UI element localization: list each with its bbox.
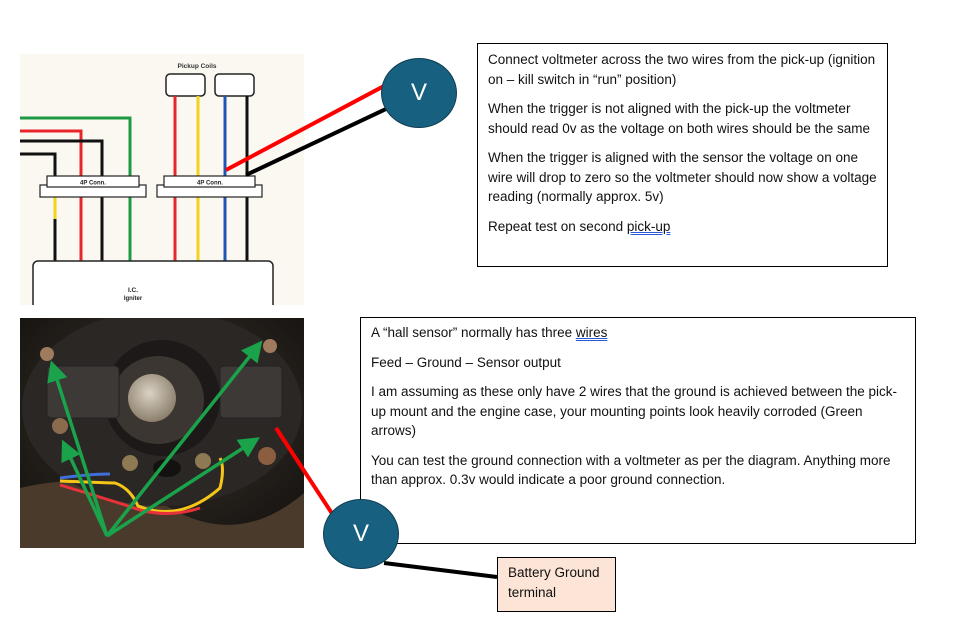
corroded-screw xyxy=(263,339,277,353)
slot-hole xyxy=(153,459,181,477)
wires-link[interactable]: wires xyxy=(575,325,608,340)
connector-left: 4P Conn. xyxy=(39,175,147,198)
instruction-paragraph-last: Repeat test on second pick-up xyxy=(488,217,877,237)
instruction-paragraph: When the trigger is not aligned with the… xyxy=(488,101,870,136)
connector-right: 4P Conn. xyxy=(156,175,263,198)
igniter-label-line1: I.C. xyxy=(128,287,138,294)
engine-photo-drawing xyxy=(20,318,304,548)
wire-black-left xyxy=(20,139,104,264)
wire-red-left xyxy=(20,129,83,264)
hall-sensor-notes: A “hall sensor” normally has three wires… xyxy=(360,317,916,544)
center-bolt xyxy=(128,374,176,422)
corroded-screw xyxy=(52,418,68,434)
notes-paragraph: You can test the ground connection with … xyxy=(371,452,891,488)
pickup-coil-2 xyxy=(214,73,255,97)
hall-sensor-line-text: A “hall sensor” normally has three xyxy=(371,325,576,340)
ic-igniter-box xyxy=(32,260,274,322)
battery-ground-label: Battery Ground terminal xyxy=(497,557,616,612)
pickup-mount-left xyxy=(46,365,120,419)
wire-green xyxy=(20,116,132,264)
hall-sensor-line: A “hall sensor” normally has three wires xyxy=(371,323,905,343)
pickup-mount-right xyxy=(219,365,283,419)
voltmeter-test-instructions: Connect voltmeter across the two wires f… xyxy=(477,43,888,267)
screw xyxy=(122,455,138,471)
instruction-last-text: Repeat test on second xyxy=(488,218,627,234)
pickup-mount-photo xyxy=(20,318,304,548)
voltmeter-bottom-label: V xyxy=(352,520,369,547)
pickup-coil-1 xyxy=(165,73,206,97)
connector-left-label: 4P Conn. xyxy=(80,181,106,187)
probe-wire-black-bottom xyxy=(383,561,498,579)
connector-right-label: 4P Conn. xyxy=(197,181,223,187)
instruction-paragraph: Connect voltmeter across the two wires f… xyxy=(488,52,876,87)
voltmeter-bottom: V xyxy=(323,499,399,569)
igniter-label-line2: Igniter xyxy=(124,296,143,302)
pick-up-link[interactable]: pick-up xyxy=(626,218,671,234)
voltmeter-top: V xyxy=(381,58,457,128)
instruction-paragraph: When the trigger is aligned with the sen… xyxy=(488,150,877,204)
notes-paragraph: I am assuming as these only have 2 wires… xyxy=(371,384,898,438)
corroded-screw xyxy=(40,347,54,361)
wiring-diagram-drawing: Pickup Coils 4P Conn. 4P Conn. I.C. Igni… xyxy=(20,54,304,322)
corroded-screw xyxy=(258,447,276,465)
screw xyxy=(195,453,211,469)
wiring-diagram-image: Pickup Coils 4P Conn. 4P Conn. I.C. Igni… xyxy=(20,54,304,322)
voltmeter-top-label: V xyxy=(410,79,427,106)
notes-paragraph: Feed – Ground – Sensor output xyxy=(371,354,561,370)
pickup-coils-title: Pickup Coils xyxy=(177,63,216,70)
